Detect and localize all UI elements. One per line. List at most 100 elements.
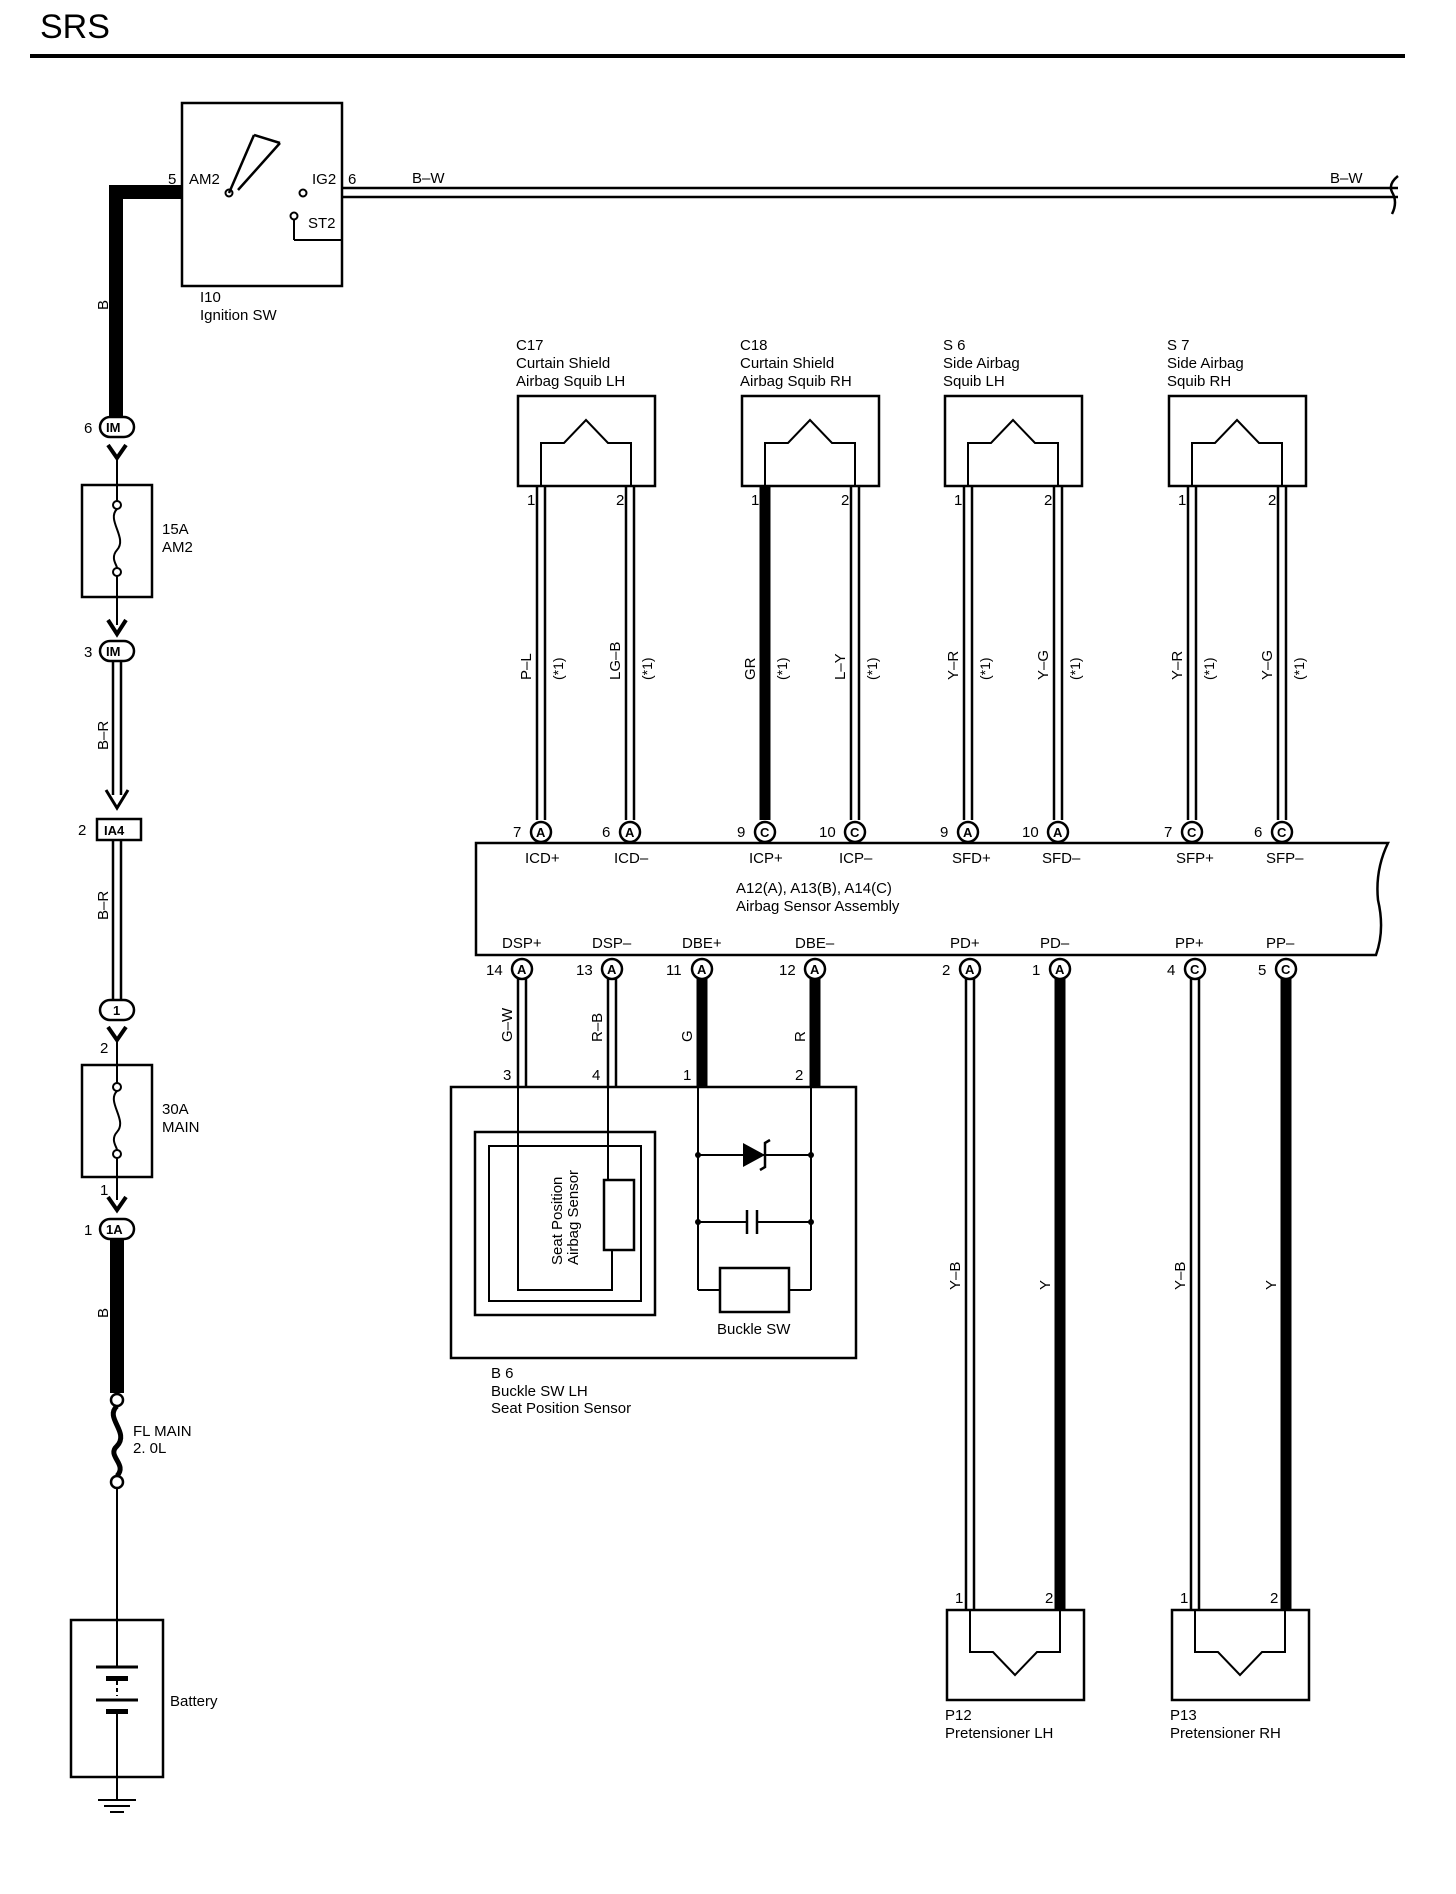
terminal-wire-label: Y–B — [1172, 1262, 1189, 1290]
ia4-pin: 2 — [78, 822, 86, 839]
squib-pin2: 2 — [1268, 492, 1276, 509]
squib-pin1: 1 — [1178, 492, 1186, 509]
squib-connector-1: C — [753, 820, 777, 844]
terminal-connector-letter: A — [517, 962, 527, 977]
terminal-wire-label: Y — [1263, 1280, 1280, 1290]
wire-br-upper: B–R — [95, 721, 112, 750]
squib-wire-2 — [849, 486, 861, 820]
terminal-pp-7: PP– C5Y — [1258, 935, 1298, 1610]
terminal-wire-label: Y — [1037, 1280, 1054, 1290]
fl-main-line1: FL MAIN — [133, 1423, 192, 1440]
terminal-pd-5: PD–A1Y — [1032, 935, 1072, 1610]
squib-connector-1-letter: C — [1187, 825, 1197, 840]
terminal-pin: 2 — [942, 962, 950, 979]
terminal-connector: A — [958, 957, 982, 981]
b6-pin4: 4 — [592, 1067, 600, 1084]
squib-wire-2 — [1276, 486, 1288, 820]
squib-connector-2-letter: C — [850, 825, 860, 840]
squib-conn2-pin: 10 — [1022, 824, 1039, 841]
terminal-wire-label: Y–B — [947, 1262, 964, 1290]
fuse-am2-name: AM2 — [162, 539, 193, 556]
b6-code: B 6 — [491, 1365, 514, 1382]
seat-sensor-line1: Seat Position — [549, 1177, 566, 1265]
connector-1a: 1A — [98, 1217, 136, 1241]
bw-wire: B–W B–W — [342, 170, 1399, 215]
bottom-terminals-group: DSP+A14G–WDSP–A13R–BDBE+A11GDBE–A12RPD+A… — [486, 935, 1298, 1610]
squib-connector-2: C — [1270, 820, 1294, 844]
terminal-label: DBE+ — [682, 935, 722, 952]
squib-conn2-pin: 10 — [819, 824, 836, 841]
squib-term2: SFP– — [1266, 850, 1304, 867]
terminal-label: PP+ — [1175, 935, 1204, 952]
svg-text:IM: IM — [106, 420, 120, 435]
terminal-connector-letter: A — [1055, 962, 1065, 977]
wire-b-lower: B — [95, 1308, 112, 1318]
pretensioner-name: Pretensioner LH — [945, 1725, 1053, 1742]
wire-br-lower: B–R — [95, 891, 112, 920]
b6-buckle-seat-sensor: Seat Position Airbag Sensor Buckle SW 3 … — [449, 1067, 858, 1417]
terminal-connector-letter: C — [1281, 962, 1291, 977]
squib-connector-2-letter: A — [625, 825, 635, 840]
b6-pin1: 1 — [683, 1067, 691, 1084]
power-path: B IM 6 15A AM2 IM 3 B–R — [69, 185, 218, 1813]
terminal-connector: A — [803, 957, 827, 981]
squib-line2: Squib RH — [1167, 373, 1231, 390]
squib-pin1: 1 — [527, 492, 535, 509]
squib-line2: Airbag Squib LH — [516, 373, 625, 390]
terminal-wire-label: R–B — [589, 1013, 606, 1042]
terminal-wire — [964, 978, 976, 1610]
b6-line1: Buckle SW LH — [491, 1383, 588, 1400]
ign-st2-label: ST2 — [308, 215, 336, 232]
squib-wire2-label: LG–B — [607, 642, 624, 680]
squib-line1: Side Airbag — [943, 355, 1020, 372]
squib-connector-1: A — [529, 820, 553, 844]
terminal-wire-label: R — [792, 1031, 809, 1042]
airbag-sensor-assembly: A12(A), A13(B), A14(C) Airbag Sensor Ass… — [474, 841, 1390, 957]
squib-line1: Curtain Shield — [516, 355, 610, 372]
terminal-pin: 5 — [1258, 962, 1266, 979]
wire-bw-right: B–W — [1330, 170, 1363, 187]
terminal-label: PP– — [1266, 935, 1295, 952]
squib-wire2-label: Y–G — [1035, 650, 1052, 680]
squib-pin2: 2 — [841, 492, 849, 509]
pretensioner-pin2: 2 — [1045, 1590, 1053, 1607]
c1a-pin: 1 — [84, 1222, 92, 1239]
battery-label: Battery — [170, 1693, 218, 1710]
squib-note1-label: (*1) — [774, 657, 790, 680]
terminal-connector-letter: A — [697, 962, 707, 977]
squib-note1-label: (*1) — [1201, 657, 1217, 680]
b6-pin2: 2 — [795, 1067, 803, 1084]
squib-conn1-pin: 7 — [1164, 824, 1172, 841]
squib-code: S 6 — [943, 337, 966, 354]
squib-wire-2 — [1052, 486, 1064, 820]
squib-wire2-label: Y–G — [1259, 650, 1276, 680]
ign-name: Ignition SW — [200, 307, 278, 324]
ign-ig2-label: IG2 — [312, 171, 336, 188]
squib-note1-label: (*1) — [977, 657, 993, 680]
squib-connector-1: A — [956, 820, 980, 844]
squib-wire-1 — [1186, 486, 1198, 820]
squib-connector-2-letter: A — [1053, 825, 1063, 840]
squib-conn1-pin: 9 — [940, 824, 948, 841]
squib-wire2-label: L–Y — [832, 653, 849, 680]
squib-wire1-label: Y–R — [1169, 651, 1186, 680]
squib-note2-label: (*1) — [639, 657, 655, 680]
squib-term1: SFD+ — [952, 850, 991, 867]
seat-sensor-line2: Airbag Sensor — [565, 1170, 582, 1265]
squib-note2-label: (*1) — [1291, 657, 1307, 680]
connector-im-3: IM — [98, 639, 136, 663]
b6-pin3: 3 — [503, 1067, 511, 1084]
im6-pin: 6 — [84, 420, 92, 437]
squib-term1: ICD+ — [525, 850, 560, 867]
terminal-connector-letter: C — [1190, 962, 1200, 977]
terminal-wire-label: G–W — [499, 1007, 516, 1042]
